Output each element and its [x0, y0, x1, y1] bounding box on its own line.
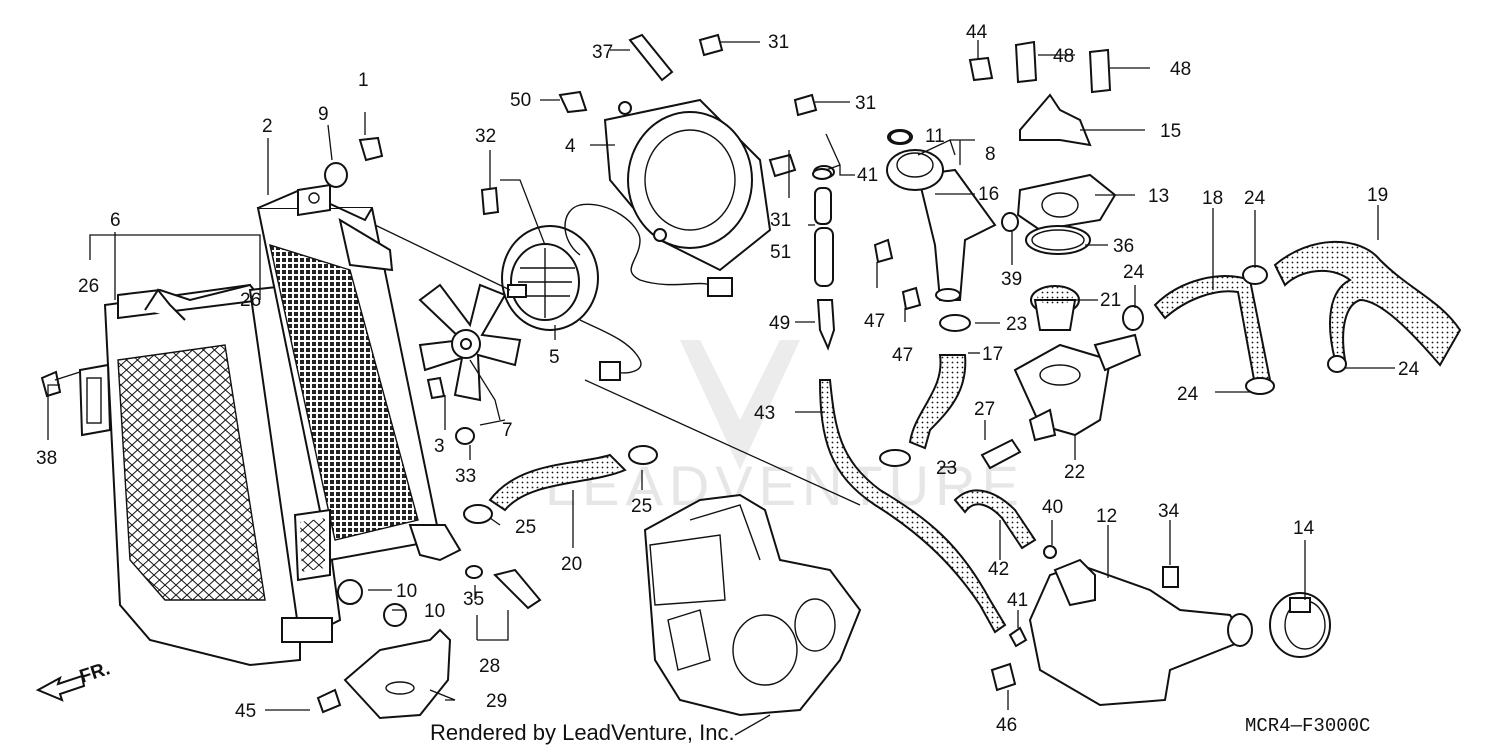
diagram-reference-code: MCR4—F3000C [1245, 715, 1370, 737]
callout-22: 22 [1064, 462, 1085, 483]
fan-shroud [603, 98, 772, 272]
watermark: LEADVENTURE [545, 340, 1025, 517]
callout-33: 33 [455, 466, 476, 487]
siphon-hose [818, 379, 1007, 634]
callout-1: 1 [358, 70, 369, 91]
fan-motor [501, 225, 599, 331]
callout-labels: 1 2 3 4 5 6 7 8 9 10 10 11 12 13 14 15 1… [36, 22, 1420, 736]
thermostat-cover-13 [1016, 173, 1117, 232]
callout-24-top: 24 [1244, 188, 1266, 209]
callout-11: 11 [925, 126, 945, 147]
callout-24-bottom: 24 [1177, 384, 1199, 405]
bracket-29 [343, 628, 452, 720]
callout-24-right: 24 [1398, 359, 1420, 380]
callout-37: 37 [592, 42, 613, 63]
callout-13: 13 [1148, 186, 1169, 207]
callout-20: 20 [561, 554, 582, 575]
front-direction-label: FR. [77, 658, 113, 687]
callout-50: 50 [510, 90, 531, 111]
thermostat-21 [1030, 285, 1080, 331]
callout-31-mid: 31 [855, 93, 876, 114]
callout-36: 36 [1113, 236, 1134, 257]
callout-43: 43 [754, 403, 775, 424]
callout-4: 4 [565, 136, 576, 157]
callout-46: 46 [996, 715, 1017, 736]
fan-blade [418, 283, 522, 402]
callout-38: 38 [36, 448, 57, 469]
callout-18: 18 [1202, 188, 1223, 209]
callout-16: 16 [978, 184, 999, 205]
radiator-shroud [78, 283, 342, 667]
front-direction-arrow-icon: FR. [35, 658, 113, 702]
callout-3: 3 [434, 436, 445, 457]
callout-41-top: 41 [857, 165, 878, 186]
fan-wiring [564, 203, 733, 381]
callout-10-lower: 10 [424, 601, 445, 622]
callout-27: 27 [974, 399, 995, 420]
thermostat-housing-22 [1013, 333, 1142, 442]
callout-32: 32 [475, 126, 496, 147]
callout-49: 49 [769, 313, 790, 334]
hose-18 [1153, 275, 1272, 387]
callout-9: 9 [318, 104, 329, 125]
callout-26-left: 26 [78, 276, 99, 297]
callout-23-upper: 23 [1006, 314, 1027, 335]
callout-23-lower: 23 [936, 458, 957, 479]
callout-47-left: 47 [864, 311, 885, 332]
callout-25-left: 25 [515, 517, 536, 538]
callout-40: 40 [1042, 497, 1063, 518]
reserve-tank [1028, 558, 1253, 707]
callout-14: 14 [1293, 518, 1315, 539]
callout-19: 19 [1367, 185, 1388, 206]
hose-19 [1273, 240, 1462, 367]
water-outlet-16 [916, 168, 997, 302]
callout-10-upper: 10 [396, 581, 417, 602]
callout-2: 2 [262, 116, 273, 137]
hose-20 [488, 453, 627, 512]
small-hardware [40, 33, 1347, 714]
callout-42: 42 [988, 559, 1009, 580]
callout-5: 5 [549, 347, 560, 368]
callout-17: 17 [982, 344, 1003, 365]
callout-6: 6 [110, 210, 121, 231]
callout-15: 15 [1160, 121, 1181, 142]
callout-24-left: 24 [1123, 262, 1145, 283]
render-credit: Rendered by LeadVenture, Inc. [430, 720, 735, 745]
callout-31-top: 31 [768, 32, 789, 53]
callout-34: 34 [1158, 501, 1180, 522]
hose-17 [908, 354, 967, 450]
leader-lines [47, 40, 1395, 736]
watermark-text: LEADVENTURE [545, 454, 1025, 517]
callout-7: 7 [502, 420, 513, 441]
callout-21: 21 [1100, 290, 1121, 311]
callout-28: 28 [479, 656, 500, 677]
callout-12: 12 [1096, 506, 1117, 527]
radiator-core [256, 183, 462, 582]
engine-outline [643, 493, 862, 717]
callout-8: 8 [985, 144, 996, 165]
callout-25-right: 25 [631, 496, 652, 517]
callout-31-low: 31 [770, 210, 791, 231]
callout-48-left: 48 [1053, 46, 1074, 67]
o-ring-36 [1025, 225, 1091, 255]
callout-26-right: 26 [240, 290, 261, 311]
callout-35: 35 [463, 589, 484, 610]
callout-44: 44 [966, 22, 988, 43]
stay-15 [1019, 93, 1092, 147]
callout-48-right: 48 [1170, 59, 1191, 80]
small-hose-51 [813, 165, 836, 351]
callout-39: 39 [1001, 269, 1022, 290]
callout-51: 51 [770, 242, 791, 263]
callout-41-bottom: 41 [1007, 590, 1028, 611]
reserve-cap [1269, 592, 1331, 658]
callout-45: 45 [235, 701, 256, 722]
hose-42 [953, 489, 1037, 550]
callout-29: 29 [486, 691, 507, 712]
callout-47-right: 47 [892, 345, 913, 366]
